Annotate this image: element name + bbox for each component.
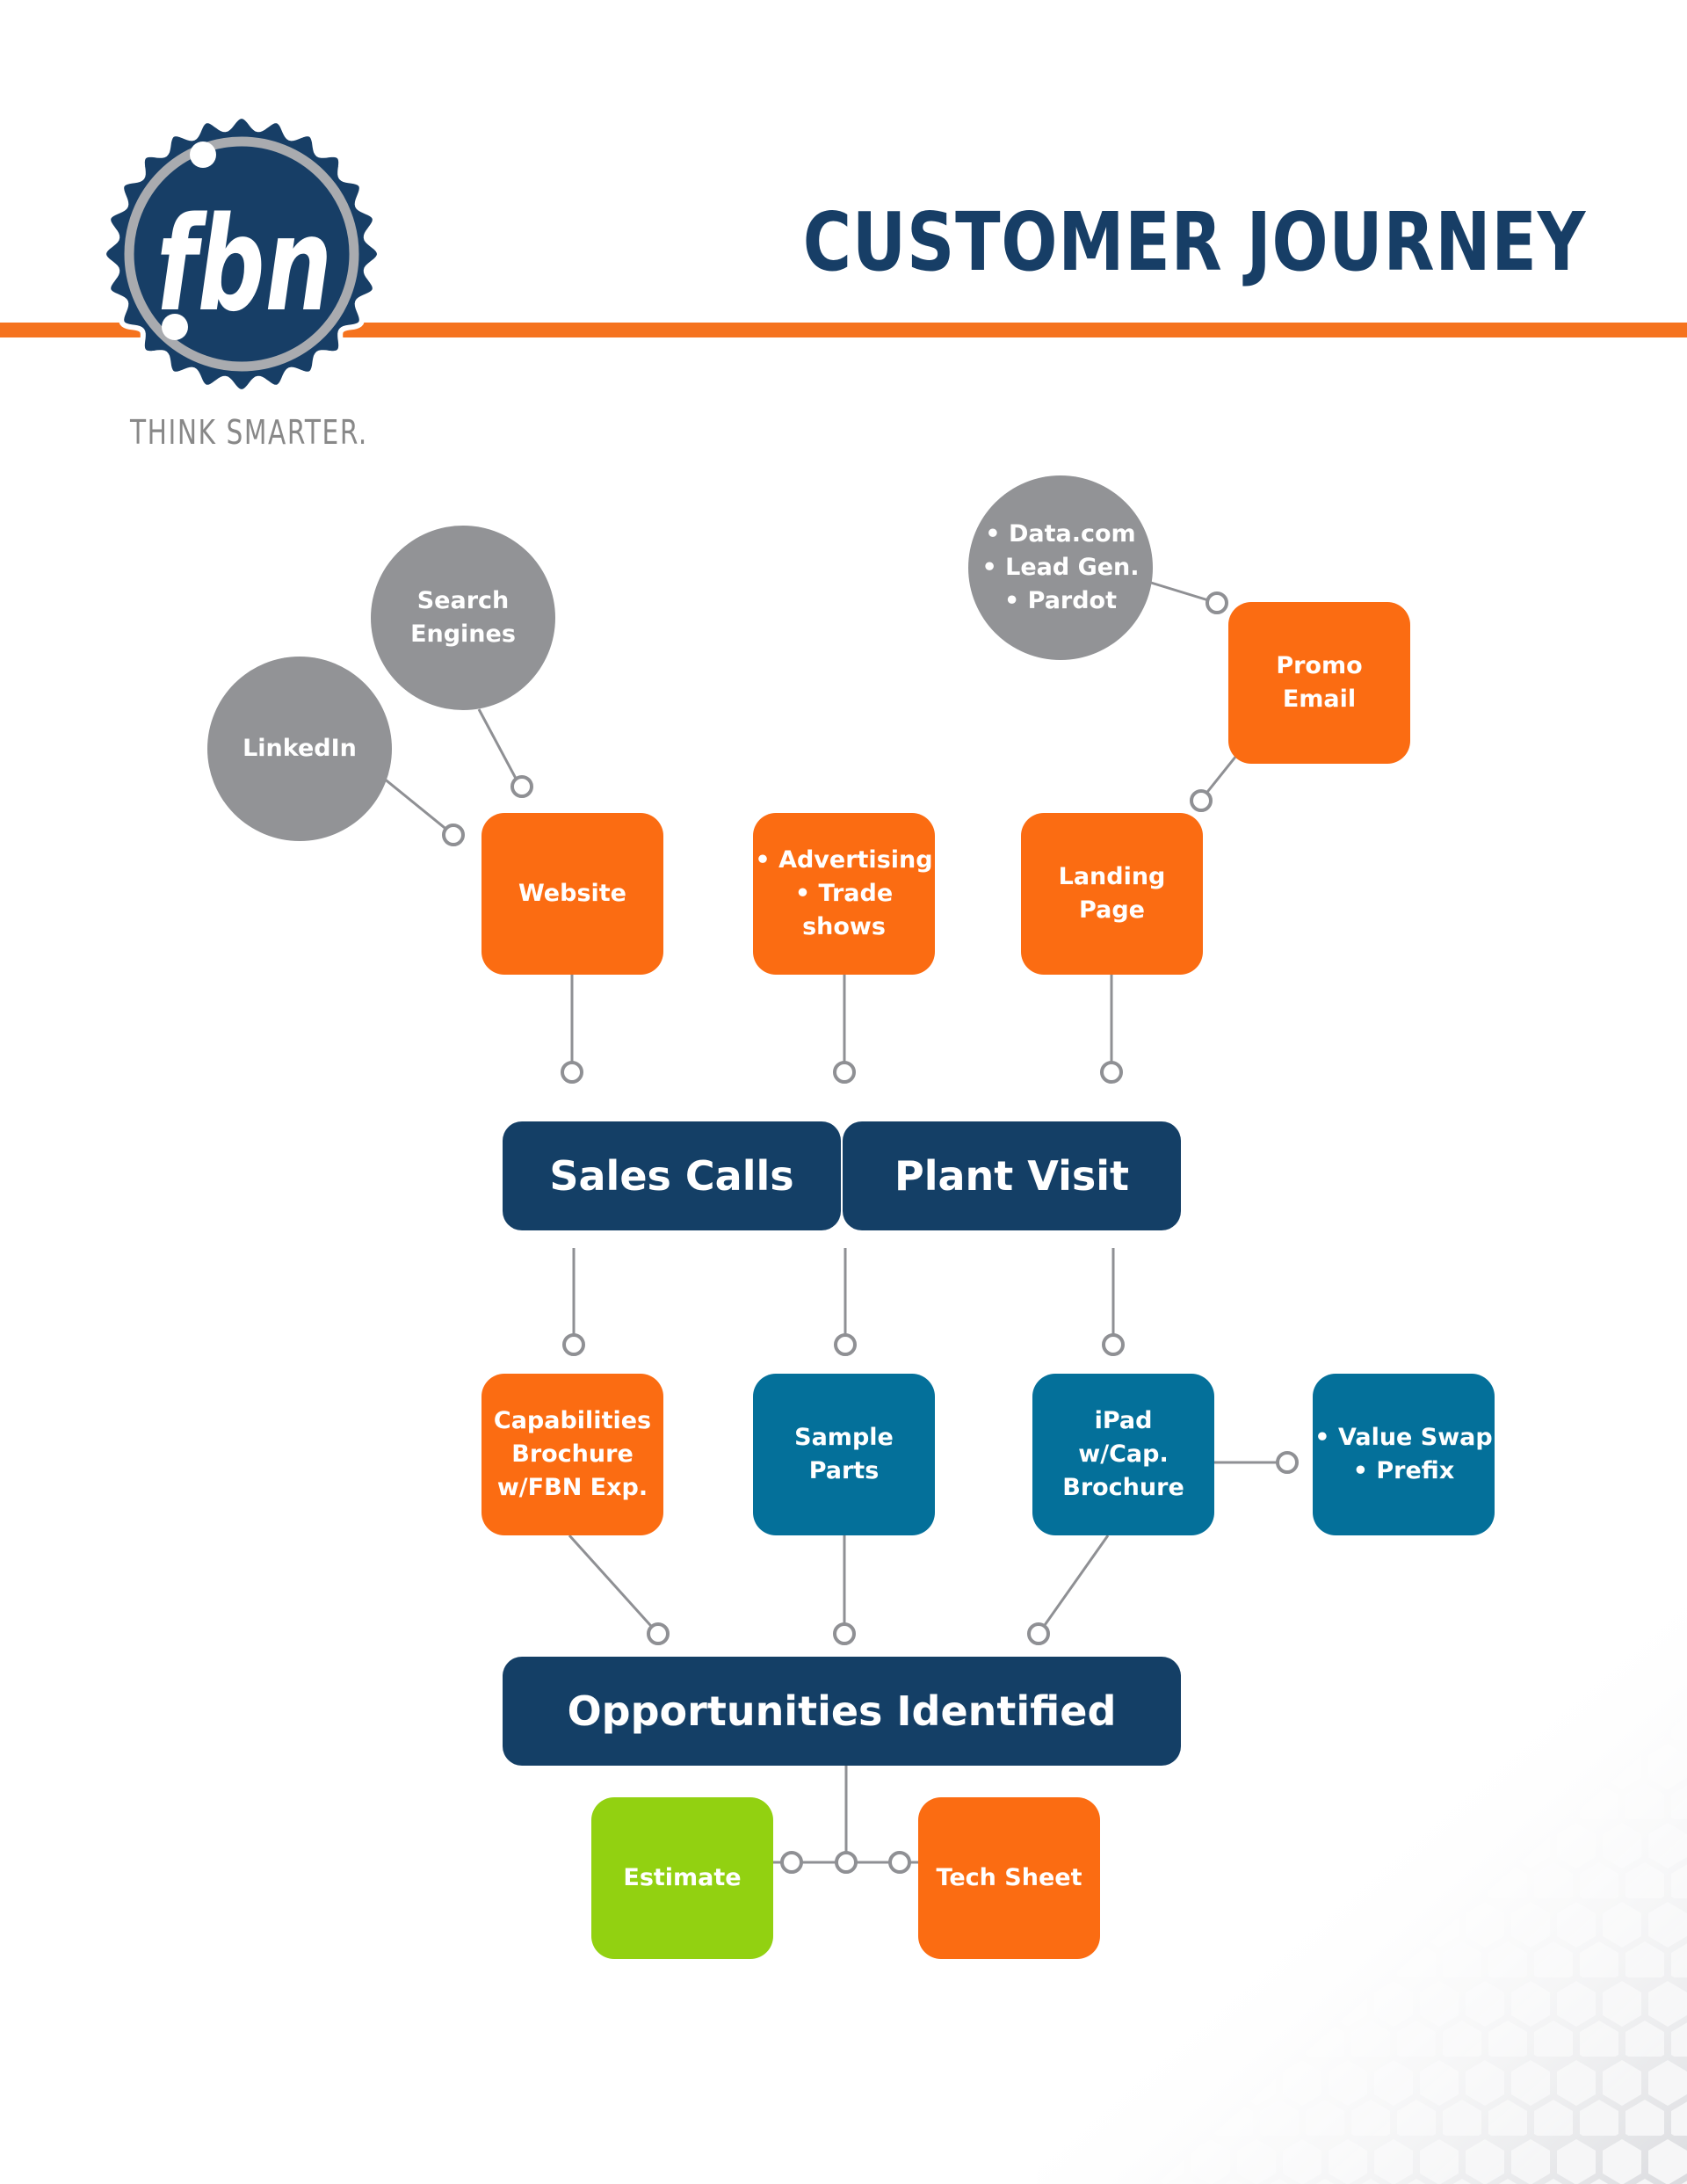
promo-email-node: Promo Email [1228, 602, 1410, 764]
plant-visit-label: Plant Visit [894, 1152, 1129, 1200]
sample-parts-label: Sample Parts [794, 1424, 894, 1484]
website-node: Website [481, 813, 663, 975]
value-swap-node: • Value Swap • Prefix [1313, 1374, 1495, 1535]
advertising-label: • Advertising • Trade shows [755, 846, 933, 940]
logo-text: fbn [156, 189, 332, 340]
linkedin-label: LinkedIn [243, 735, 357, 762]
data-sources-node: • Data.com • Lead Gen. • Pardot [968, 475, 1153, 660]
search-engines-label: Search Engines [410, 587, 516, 648]
header-rule [0, 323, 1687, 337]
plant-visit-node: Plant Visit [843, 1121, 1181, 1230]
estimate-node: Estimate [591, 1797, 773, 1959]
opportunities-node: Opportunities Identified [503, 1657, 1181, 1766]
data-sources-label: • Data.com • Lead Gen. • Pardot [981, 520, 1140, 614]
ipad-brochure-node: iPad w/Cap. Brochure [1032, 1374, 1214, 1535]
website-label: Website [518, 880, 626, 907]
landing-page-node: Landing Page [1021, 813, 1203, 975]
sales-calls-node: Sales Calls [503, 1121, 841, 1230]
capabilities-brochure-node: Capabilities Brochure w/FBN Exp. [481, 1374, 663, 1535]
opportunities-label: Opportunities Identified [567, 1687, 1117, 1735]
estimate-label: Estimate [623, 1864, 742, 1891]
fbn-logo-seal: fbn [100, 112, 383, 395]
value-swap-label: • Value Swap • Prefix [1314, 1424, 1493, 1484]
tagline: THINK SMARTER. [130, 413, 368, 452]
search-engines-node: Search Engines [371, 526, 555, 710]
tech-sheet-node: Tech Sheet [918, 1797, 1100, 1959]
landing-page-label: Landing Page [1058, 863, 1166, 924]
sample-parts-node: Sample Parts [753, 1374, 935, 1535]
linkedin-node: LinkedIn [207, 657, 392, 841]
ipad-brochure-label: iPad w/Cap. Brochure [1062, 1407, 1184, 1501]
promo-email-label: Promo Email [1276, 652, 1363, 713]
advertising-node: • Advertising • Trade shows [753, 813, 935, 975]
tech-sheet-label: Tech Sheet [936, 1864, 1082, 1891]
capabilities-brochure-label: Capabilities Brochure w/FBN Exp. [493, 1407, 652, 1501]
connector-dots [442, 591, 1299, 1874]
sales-calls-label: Sales Calls [549, 1152, 794, 1200]
hexagon-texture [1037, 1494, 1687, 2184]
page-title: CUSTOMER JOURNEY [802, 195, 1586, 289]
